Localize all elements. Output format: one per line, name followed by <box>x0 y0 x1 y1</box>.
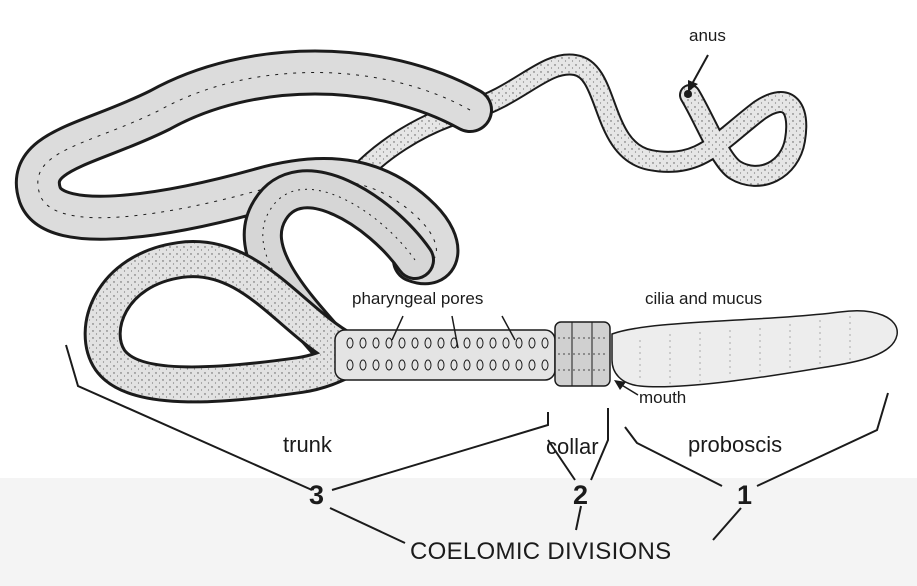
label-proboscis: proboscis <box>688 434 782 456</box>
collar-segment <box>555 322 610 386</box>
label-pharyngeal-pores: pharyngeal pores <box>352 290 483 307</box>
division-number-3: 3 <box>309 482 324 509</box>
bottom-band <box>0 478 917 586</box>
label-coelomic-divisions: COELOMIC DIVISIONS <box>410 540 671 564</box>
lower-trunk-loop <box>103 259 345 384</box>
label-mouth: mouth <box>639 389 686 406</box>
label-trunk: trunk <box>283 434 332 456</box>
pharyngeal-region <box>335 330 555 380</box>
division-number-1: 1 <box>737 482 752 509</box>
proboscis-segment <box>612 311 897 387</box>
label-cilia-mucus: cilia and mucus <box>645 290 762 307</box>
division-number-2: 2 <box>573 482 588 509</box>
label-anus: anus <box>689 27 726 44</box>
label-collar: collar <box>546 436 599 458</box>
